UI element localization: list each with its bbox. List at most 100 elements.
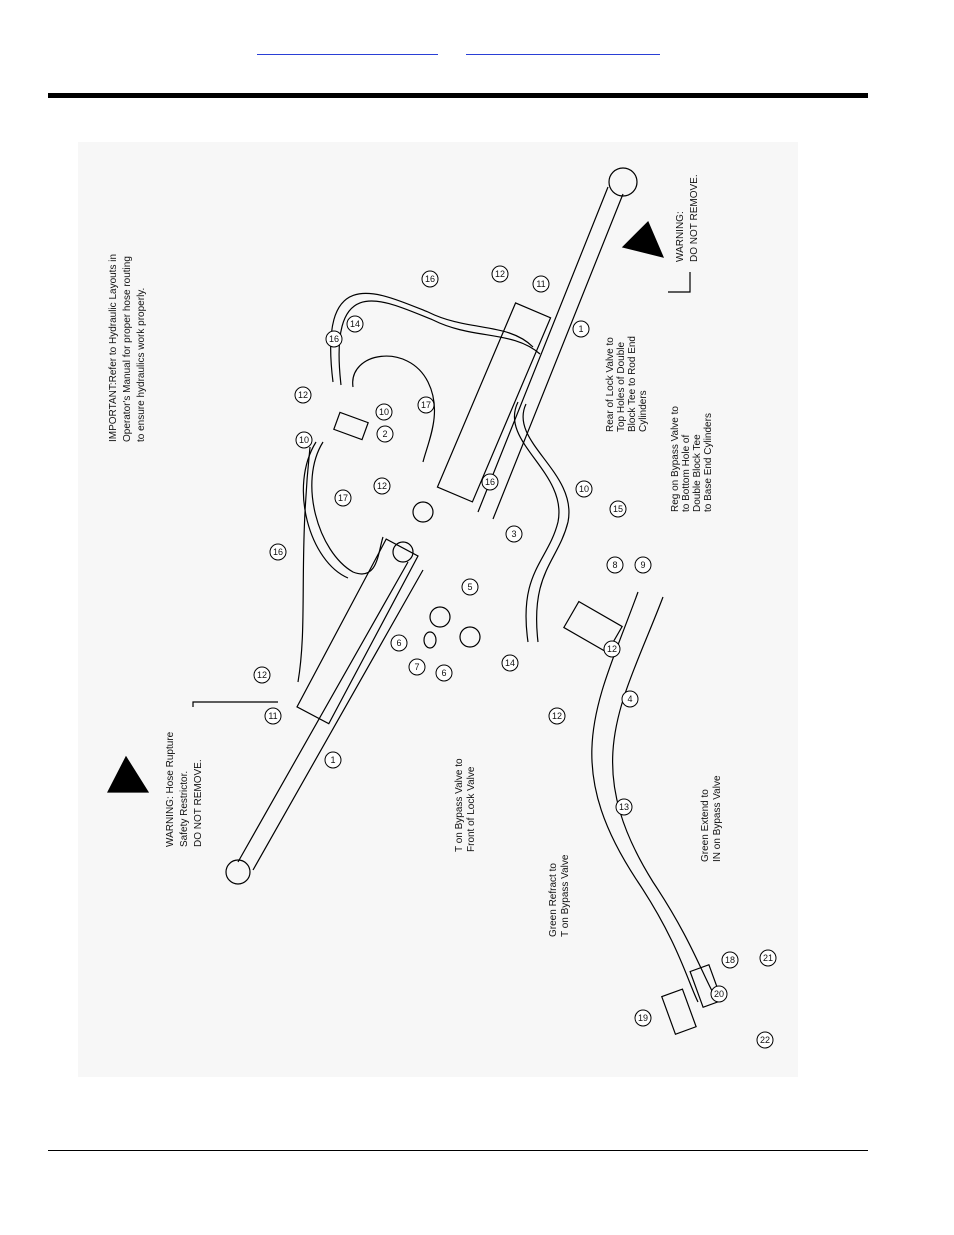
- svg-text:1: 1: [330, 755, 335, 765]
- svg-text:16: 16: [329, 334, 339, 344]
- callout-10a: [375, 403, 393, 421]
- svg-text:5: 5: [467, 582, 472, 592]
- callout-21: [759, 949, 777, 967]
- svg-text:19: 19: [638, 1013, 648, 1023]
- callout-1b: [324, 751, 342, 769]
- svg-text:WARNING:: WARNING:: [675, 211, 686, 262]
- double-block-tee: [333, 411, 369, 441]
- warning-left-text: WARNING: Hose Rupture Safety Restrictor.…: [165, 731, 204, 847]
- hydraulic-diagram: IMPORTANT:Refer to Hydraulic Layouts in …: [78, 142, 798, 1077]
- svg-text:14: 14: [505, 658, 515, 668]
- svg-text:22: 22: [760, 1035, 770, 1045]
- coupler-18: [689, 963, 723, 1009]
- callout-16c: [481, 473, 499, 491]
- svg-text:T on Bypass Valve to: T on Bypass Valve to: [454, 758, 465, 852]
- hose-15: [513, 401, 560, 643]
- callout-16d: [269, 543, 287, 561]
- hose-15-b: [522, 403, 570, 643]
- label-t-bypass: T on Bypass Valve to Front of Lock Valve: [454, 758, 477, 852]
- callout-3: [505, 525, 523, 543]
- cylinder-left: [225, 538, 424, 885]
- callout-13: [615, 798, 633, 816]
- svg-text:Top Holes of Double: Top Holes of Double: [616, 342, 627, 432]
- svg-text:Block Tee to Rod End: Block Tee to Rod End: [627, 336, 638, 432]
- callout-6b: [435, 664, 453, 682]
- svg-text:12: 12: [495, 269, 505, 279]
- svg-text:T on Bypass Valve: T on Bypass Valve: [560, 854, 571, 937]
- svg-text:17: 17: [338, 493, 348, 503]
- svg-text:16: 16: [485, 477, 495, 487]
- footer-rule: [48, 1150, 868, 1151]
- svg-text:Safety Restrictor.: Safety Restrictor.: [179, 771, 190, 847]
- header-rule: [48, 93, 868, 98]
- callout-12f: [548, 707, 566, 725]
- svg-text:Cylinders: Cylinders: [638, 390, 649, 432]
- svg-text:10: 10: [379, 407, 389, 417]
- svg-text:to Bottom Hole of: to Bottom Hole of: [681, 435, 692, 512]
- hose-16-left: [302, 441, 349, 579]
- svg-text:1: 1: [578, 324, 583, 334]
- svg-text:17: 17: [421, 400, 431, 410]
- svg-text:12: 12: [298, 390, 308, 400]
- svg-text:IMPORTANT:Refer to Hydraulic L: IMPORTANT:Refer to Hydraulic Layouts in: [108, 254, 119, 442]
- svg-text:Double Block Tee: Double Block Tee: [692, 434, 703, 512]
- svg-text:4: 4: [627, 694, 632, 704]
- hose-left-long: [297, 446, 311, 683]
- warning-icon-left: [107, 755, 150, 793]
- callout-1a: [572, 320, 590, 338]
- callout-12a: [491, 265, 509, 283]
- warning-right-text: WARNING: DO NOT REMOVE.: [675, 174, 700, 262]
- callout-17b: [334, 489, 352, 507]
- svg-text:16: 16: [273, 547, 283, 557]
- svg-text:6: 6: [441, 668, 446, 678]
- gauge-6a: [429, 606, 451, 628]
- callout-12e: [603, 640, 621, 658]
- hose-16-top-b: [338, 300, 541, 386]
- header-link-1[interactable]: [257, 44, 438, 55]
- callout-5: [461, 578, 479, 596]
- svg-text:Green Refract to: Green Refract to: [548, 863, 559, 937]
- svg-text:15: 15: [613, 504, 623, 514]
- svg-text:WARNING: Hose Rupture: WARNING: Hose Rupture: [165, 731, 176, 847]
- hose-17-left: [311, 441, 384, 575]
- callout-14b: [501, 654, 519, 672]
- callout-22: [756, 1031, 774, 1049]
- label-green-retract: Green Refract to T on Bypass Valve: [548, 854, 571, 937]
- svg-text:14: 14: [350, 319, 360, 329]
- svg-text:Reg on Bypass Valve to: Reg on Bypass Valve to: [670, 406, 681, 512]
- label-green-extend: Green Extend to IN on Bypass Valve: [700, 775, 723, 862]
- svg-text:8: 8: [612, 560, 617, 570]
- callout-17a: [417, 396, 435, 414]
- svg-text:DO NOT REMOVE.: DO NOT REMOVE.: [689, 174, 700, 262]
- callout-12d: [253, 666, 271, 684]
- callout-20: [710, 985, 728, 1003]
- callout-11b: [264, 707, 282, 725]
- callout-18: [721, 951, 739, 969]
- svg-text:12: 12: [257, 670, 267, 680]
- svg-text:11: 11: [268, 711, 277, 721]
- svg-text:DO NOT REMOVE.: DO NOT REMOVE.: [193, 759, 204, 847]
- cylinder-right: [412, 167, 638, 523]
- label-rear-lock: Rear of Lock Valve to Top Holes of Doubl…: [605, 336, 649, 432]
- callout-12b: [294, 386, 312, 404]
- hose-17-top: [352, 355, 436, 463]
- svg-text:20: 20: [714, 989, 724, 999]
- callout-10c: [575, 480, 593, 498]
- gauge-6b: [459, 626, 481, 648]
- callout-7: [408, 658, 426, 676]
- callout-14a: [346, 315, 364, 333]
- svg-text:Front of Lock Valve: Front of Lock Valve: [466, 766, 477, 852]
- diagram-svg: IMPORTANT:Refer to Hydraulic Layouts in …: [107, 167, 777, 1049]
- svg-text:10: 10: [299, 435, 309, 445]
- callout-19: [634, 1009, 652, 1027]
- svg-text:to ensure hydraulics work prop: to ensure hydraulics work properly.: [136, 288, 147, 442]
- header-link-2[interactable]: [466, 44, 660, 55]
- label-reg-bypass: Reg on Bypass Valve to to Bottom Hole of…: [670, 406, 714, 512]
- svg-text:12: 12: [552, 711, 562, 721]
- callout-6a: [390, 634, 408, 652]
- o-ring-7: [423, 631, 437, 649]
- callout-2: [376, 425, 394, 443]
- svg-text:to Base End Cylinders: to Base End Cylinders: [703, 413, 714, 512]
- callout-16a: [421, 270, 439, 288]
- warning-icon-right: [621, 220, 665, 258]
